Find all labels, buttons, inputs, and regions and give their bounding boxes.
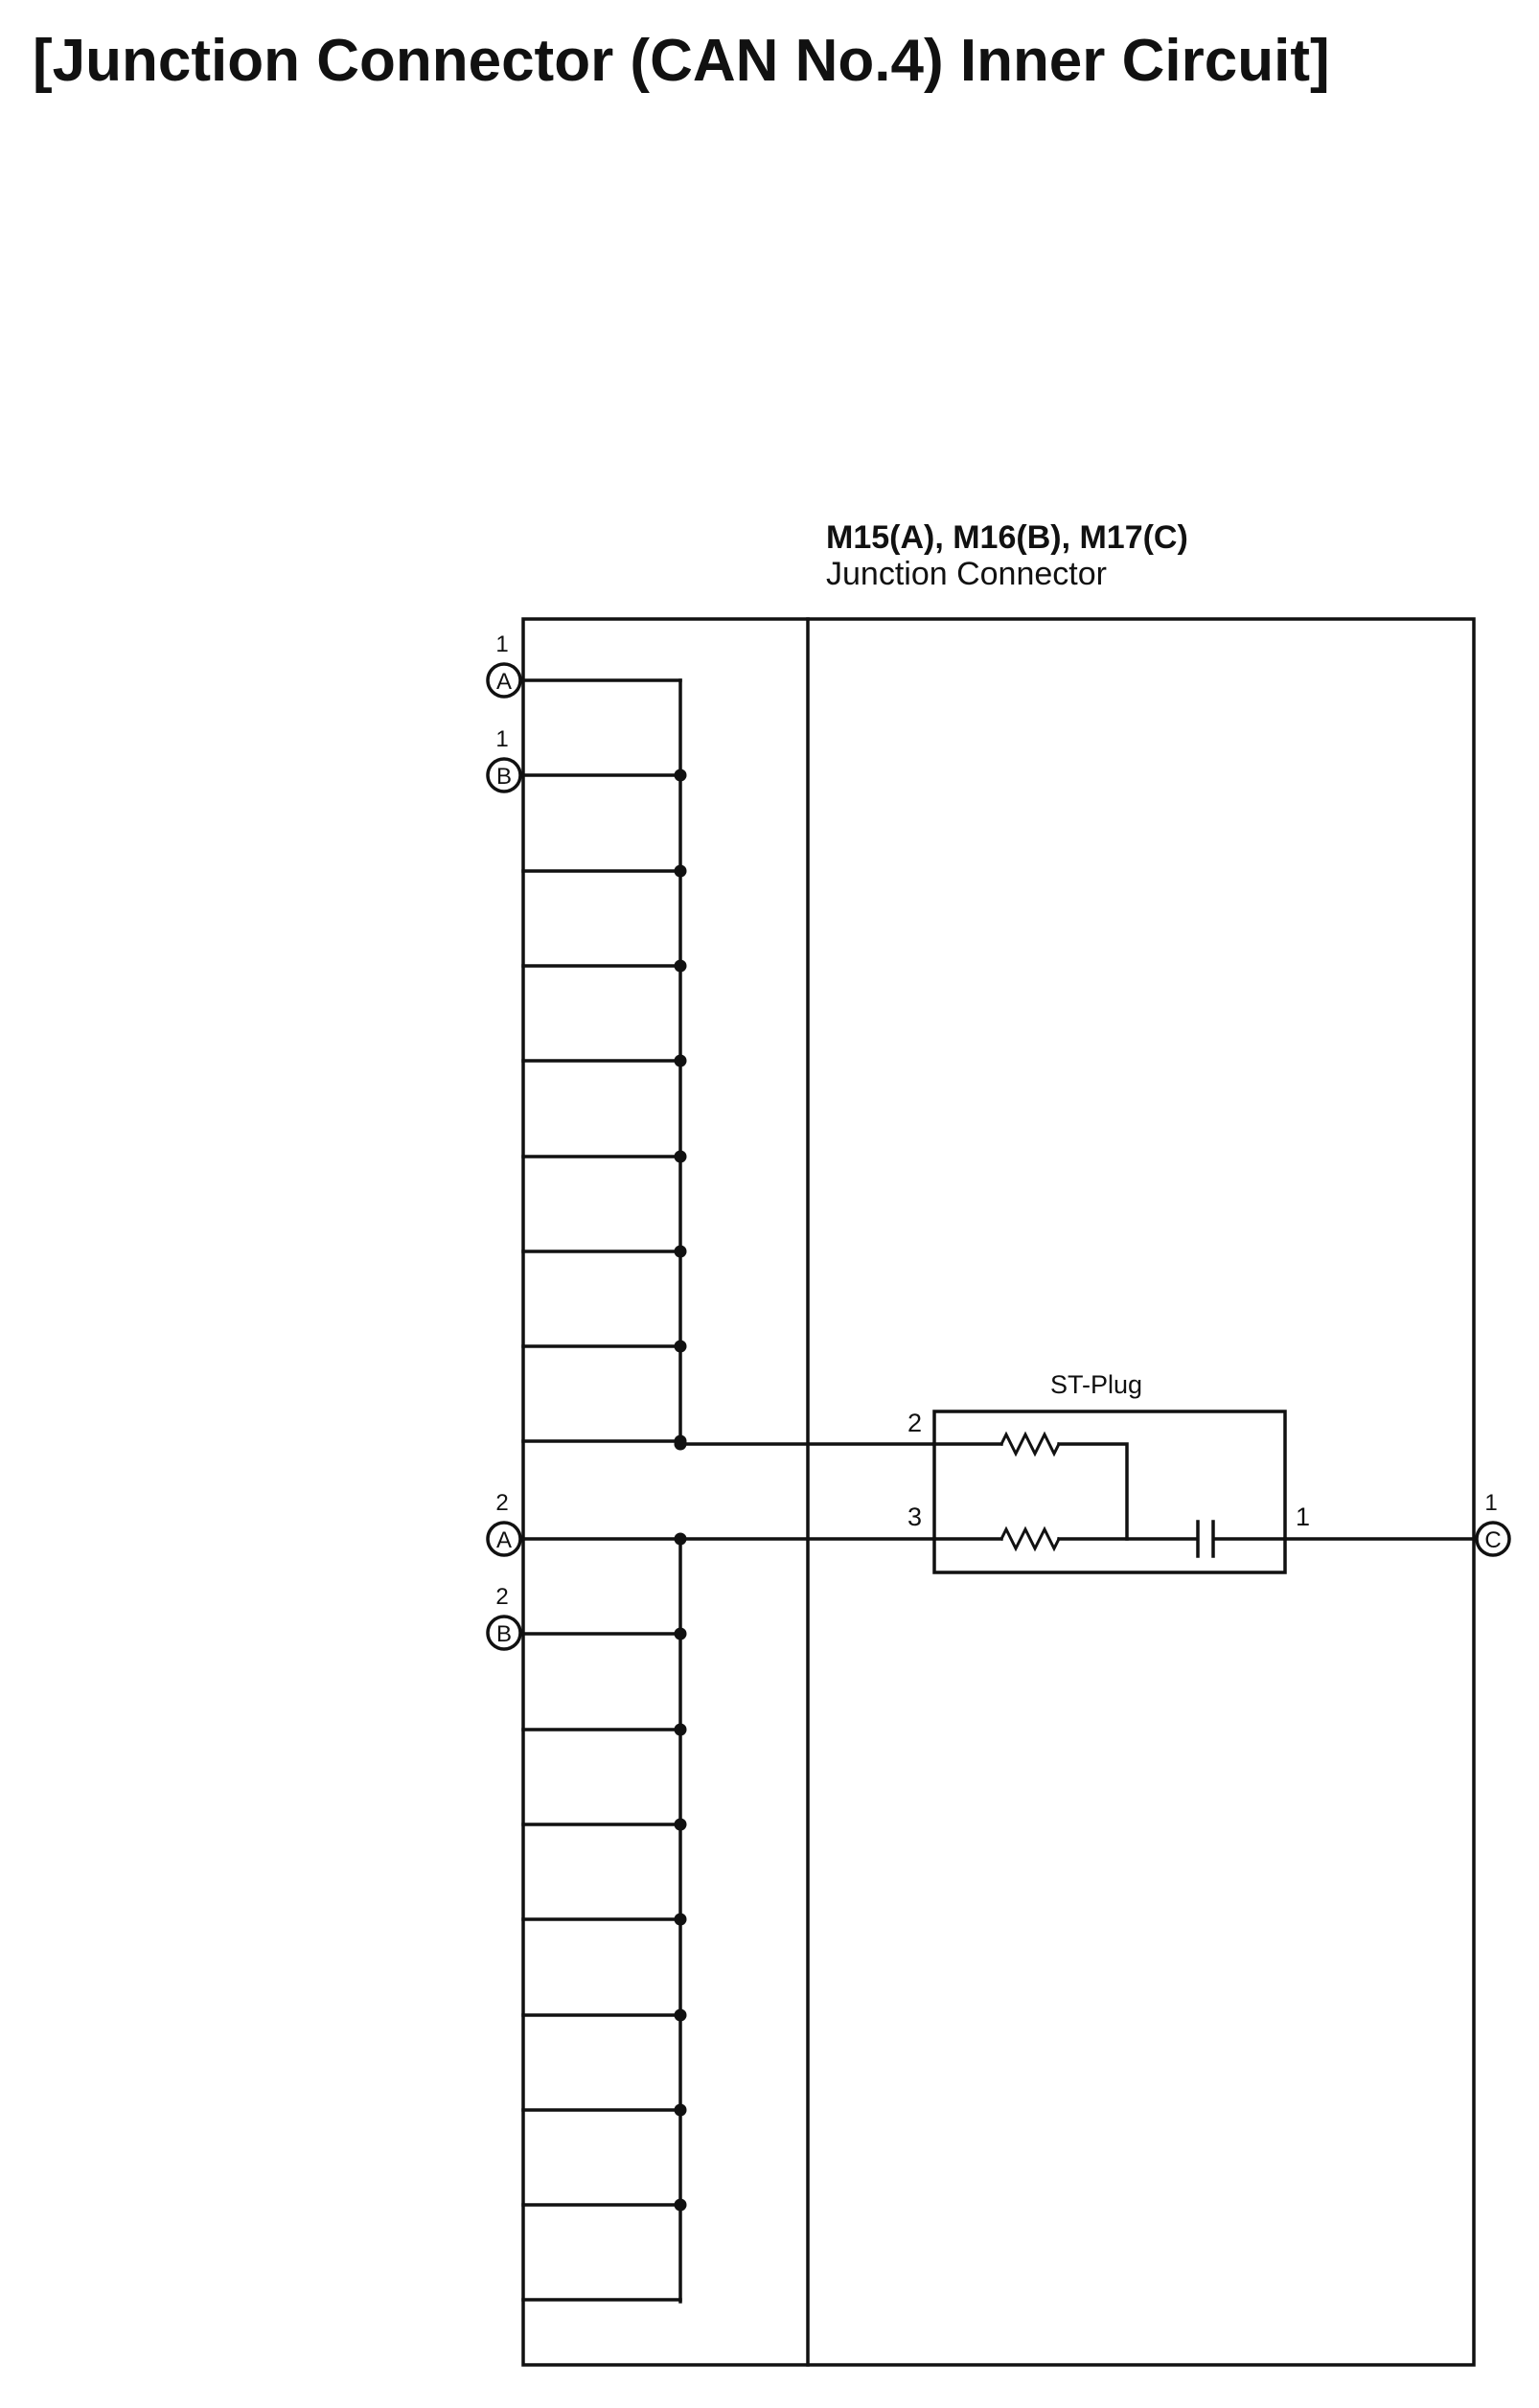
st-plug-label: ST-Plug [1050, 1370, 1142, 1399]
terminal-c1-pin: 1 [1484, 1490, 1497, 1516]
junction-dot [674, 1913, 687, 1926]
junction-dot [674, 1723, 687, 1736]
terminal-a2-pin: 2 [495, 1490, 508, 1516]
terminal-b1-circle [486, 757, 522, 793]
st-plug-box [932, 1410, 1287, 1574]
junction-dot [674, 1054, 687, 1067]
terminal-a2-letter: A [496, 1527, 512, 1553]
st-plug-pin-3: 3 [907, 1502, 922, 1531]
junction-dot [674, 864, 687, 878]
terminal-b2-pin: 2 [495, 1584, 508, 1610]
connector-ids: M15(A), M16(B), M17(C) [826, 519, 1188, 556]
terminal-c1-circle [1475, 1521, 1511, 1557]
terminal-a2-circle [486, 1521, 522, 1557]
connector-name: Junction Connector [826, 556, 1107, 592]
terminal-b2-circle [486, 1615, 522, 1651]
terminal-b1-letter: B [496, 764, 512, 790]
junction-dot [674, 1245, 687, 1258]
st-plug-pin-1: 1 [1296, 1502, 1310, 1531]
terminal-b2-letter: B [496, 1621, 512, 1647]
page-title: [Junction Connector (CAN No.4) Inner Cir… [33, 28, 1330, 94]
st-plug-pin-2: 2 [907, 1409, 922, 1437]
junction-dot [674, 959, 687, 973]
terminal-a1-circle [486, 662, 522, 699]
junction-dot [674, 1627, 687, 1640]
terminal-b1-pin: 1 [495, 726, 508, 752]
resistor-upper-lead [1057, 1442, 1129, 1541]
connector-box [521, 617, 1476, 2367]
junction-dot [674, 2103, 687, 2117]
resistor-lower [999, 1525, 1062, 1552]
junction-dot [674, 1340, 687, 1353]
junction-dot [674, 1532, 687, 1546]
junction-dot [674, 1437, 687, 1451]
junction-dot [674, 2198, 687, 2212]
junction-dot [674, 768, 687, 782]
resistor-upper [999, 1431, 1062, 1457]
terminal-a1-pin: 1 [495, 631, 508, 657]
junction-dot [674, 1150, 687, 1163]
terminal-a1-letter: A [496, 669, 512, 695]
terminal-c1-letter: C [1484, 1527, 1501, 1553]
junction-dot [674, 2008, 687, 2022]
junction-dot [674, 1818, 687, 1831]
